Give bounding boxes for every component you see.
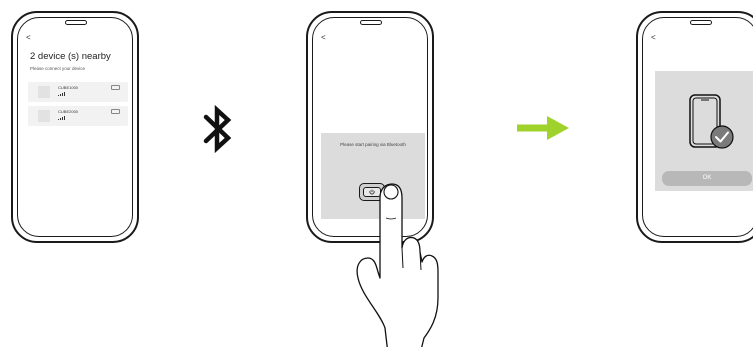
speaker-slot <box>690 20 712 25</box>
page-title: 2 device (s) nearby <box>30 51 111 62</box>
phone-step-3: < OK <box>636 11 753 243</box>
signal-bars-icon <box>58 116 66 120</box>
device-row-1[interactable]: CUBE1000 <box>28 82 128 102</box>
add-chip[interactable] <box>111 109 120 114</box>
phone-screen-3: < OK <box>642 17 753 237</box>
bluetooth-icon <box>196 102 240 156</box>
speaker-slot <box>65 20 87 25</box>
back-button[interactable]: < <box>651 33 656 42</box>
phone-check-icon <box>688 93 734 151</box>
device-name: CUBE1000 <box>58 85 78 90</box>
ok-button[interactable]: OK <box>662 171 752 186</box>
device-row-2[interactable]: CUBE2000 <box>28 106 128 126</box>
add-chip[interactable] <box>111 85 120 90</box>
device-name: CUBE2000 <box>58 109 78 114</box>
pointing-hand-icon <box>340 178 440 347</box>
speaker-slot <box>360 20 382 25</box>
success-panel: OK <box>655 71 753 191</box>
back-button[interactable]: < <box>26 33 31 42</box>
back-button[interactable]: < <box>321 33 326 42</box>
signal-bars-icon <box>58 92 66 96</box>
pairing-instruction: Please start pairing via Bluetooth <box>321 142 425 147</box>
page-subtitle: Please connect your device <box>30 66 85 71</box>
phone-screen-1: < 2 device (s) nearby Please connect you… <box>17 17 133 237</box>
arrow-right-icon <box>517 116 569 140</box>
device-thumbnail <box>38 110 50 122</box>
device-list: CUBE1000 CUBE2000 <box>28 82 128 130</box>
device-thumbnail <box>38 86 50 98</box>
phone-step-1: < 2 device (s) nearby Please connect you… <box>11 11 139 243</box>
